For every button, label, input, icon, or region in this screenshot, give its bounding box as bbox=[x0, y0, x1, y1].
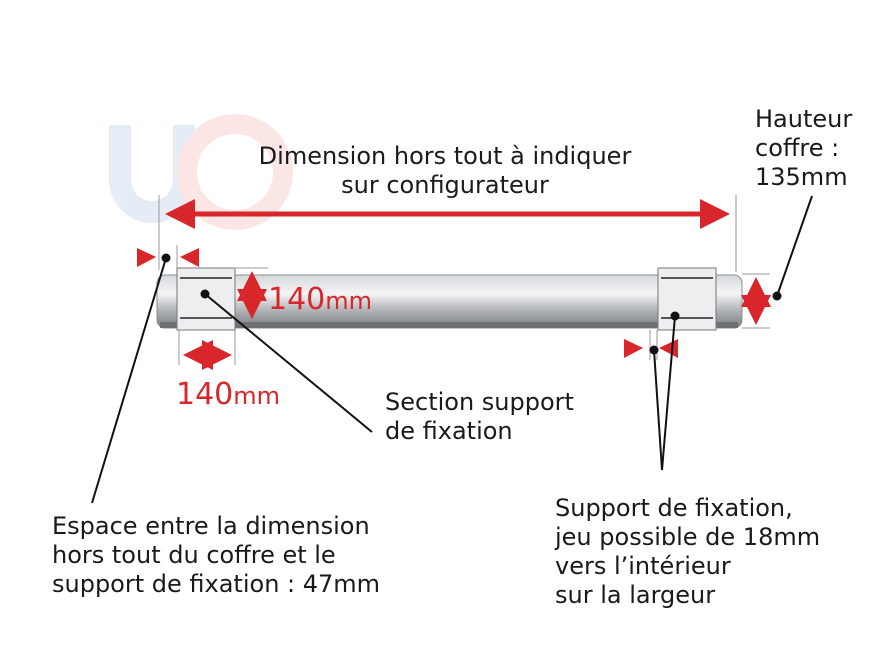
unit: mm bbox=[325, 287, 373, 315]
label-line: Support de fixation, bbox=[555, 494, 793, 522]
extension-lines bbox=[158, 195, 770, 365]
overall-dimension-label: Dimension hors tout à indiquer sur confi… bbox=[200, 142, 690, 200]
label-line: Section support bbox=[385, 388, 574, 416]
leader-lines bbox=[91, 195, 813, 504]
label-line: hors tout du coffre et le bbox=[52, 541, 336, 569]
label-line: Hauteur bbox=[755, 105, 853, 133]
box-height-label: Hauteur coffre : 135mm bbox=[755, 105, 852, 192]
roller-box bbox=[156, 274, 743, 329]
label-line: jeu possible de 18mm bbox=[555, 523, 821, 551]
label-line: sur configurateur bbox=[341, 171, 549, 199]
unit: mm bbox=[233, 382, 281, 410]
label-line: 135mm bbox=[755, 163, 848, 191]
right-bracket bbox=[657, 267, 717, 331]
label-line: de fixation bbox=[385, 417, 513, 445]
bracket-play-label: Support de fixation, jeu possible de 18m… bbox=[555, 494, 820, 610]
label-line: coffre : bbox=[755, 134, 840, 162]
label-line: vers l’intérieur bbox=[555, 552, 731, 580]
value: 140 bbox=[176, 377, 234, 412]
value: 140 bbox=[268, 282, 326, 317]
left-bracket bbox=[176, 267, 236, 331]
bracket-height-label: 140mm bbox=[268, 285, 372, 316]
gap-label: Espace entre la dimension hors tout du c… bbox=[52, 512, 380, 599]
dimension-arrows bbox=[165, 199, 771, 370]
bracket-width-label: 140mm bbox=[176, 380, 280, 411]
roller-box-base bbox=[160, 322, 738, 328]
bracket-section-label: Section support de fixation bbox=[385, 388, 574, 446]
label-line: Dimension hors tout à indiquer bbox=[258, 142, 632, 170]
label-line: sur la largeur bbox=[555, 581, 716, 609]
label-line: support de fixation : 47mm bbox=[52, 570, 381, 598]
label-line: Espace entre la dimension bbox=[52, 512, 370, 540]
